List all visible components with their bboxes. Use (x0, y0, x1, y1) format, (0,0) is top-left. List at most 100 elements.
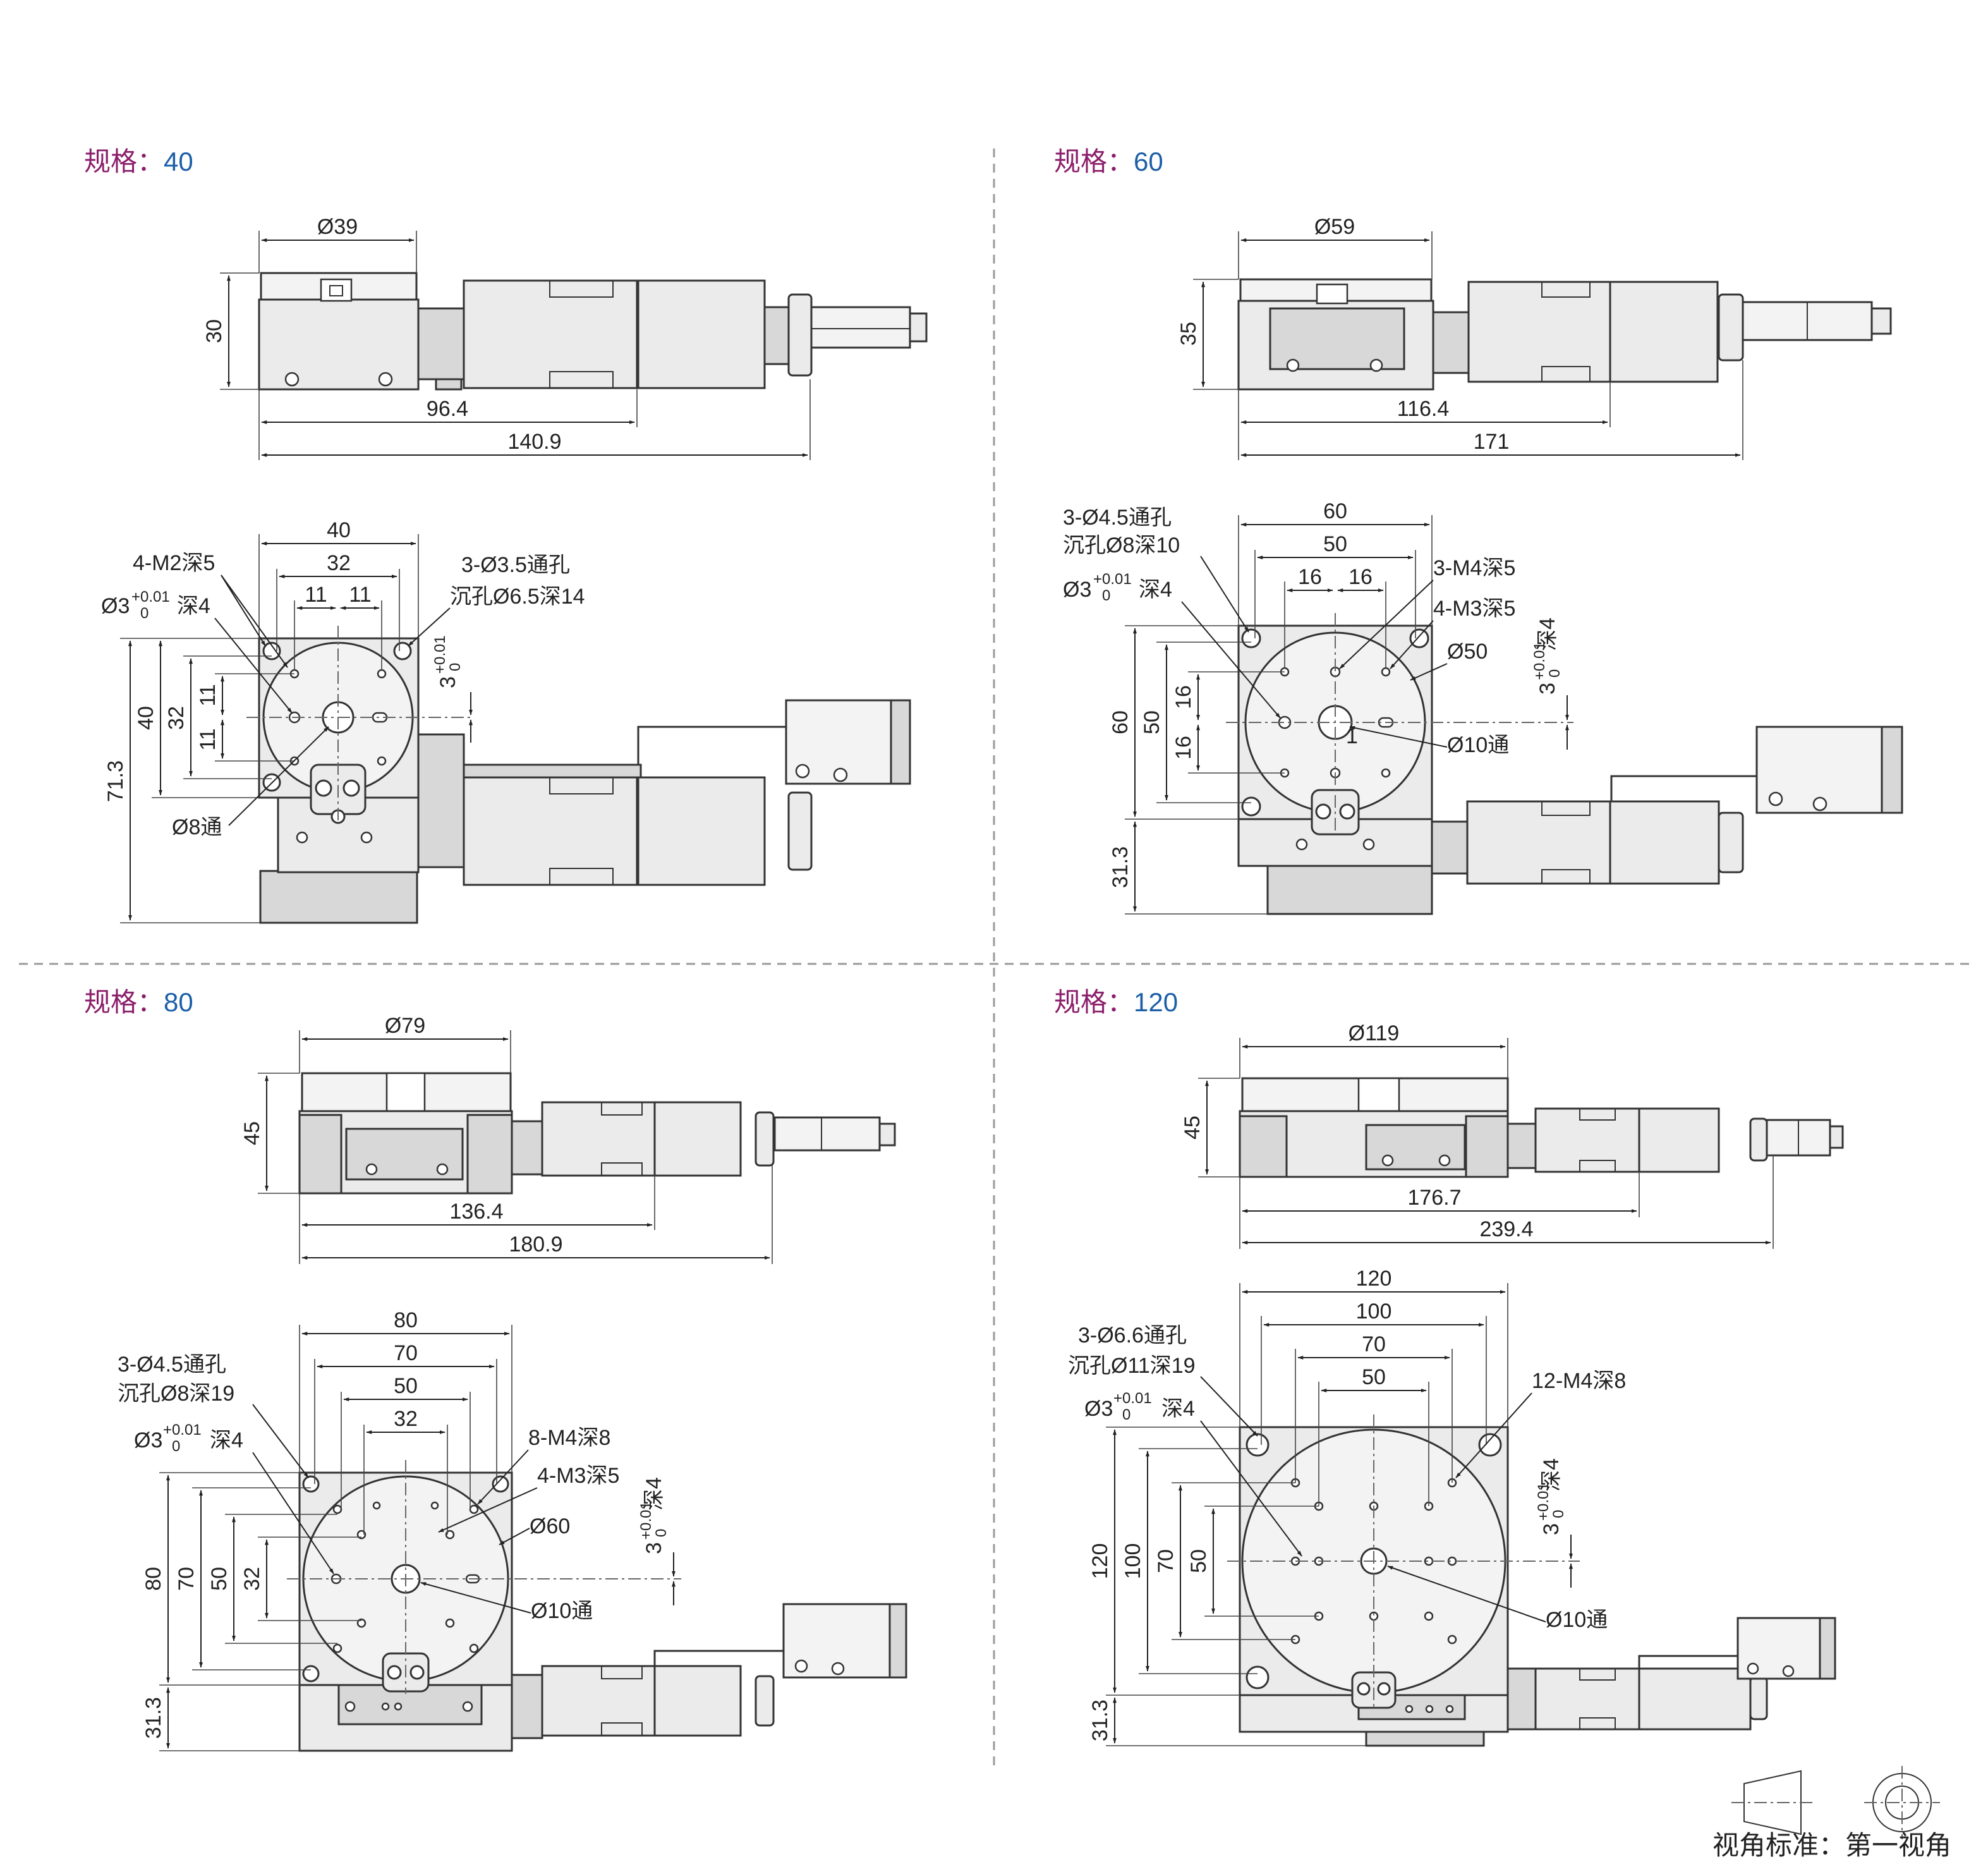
side-view-80 (298, 1072, 896, 1195)
dim-height-60: 35 (1177, 322, 1201, 346)
panel-120: 规格：120 Ø119 (1054, 987, 1951, 1860)
dim-len2-60: 171 (1474, 430, 1510, 454)
note-pin-120: Ø3 (1084, 1397, 1113, 1421)
dim-h2-80: 70 (174, 1567, 198, 1591)
dim-h2-120: 100 (1121, 1543, 1145, 1579)
dim-height-80: 45 (240, 1121, 264, 1145)
tol-vertical-120: 3 +0.01 0 深4 (1535, 1458, 1567, 1535)
svg-text:3: 3 (642, 1542, 666, 1554)
note-pin-60: Ø3 (1063, 578, 1091, 602)
note-through-120: 3-Ø6.6通孔 (1078, 1323, 1187, 1348)
svg-text:+0.01: +0.01 (131, 588, 170, 605)
dim-dia-circle-80: Ø60 (530, 1514, 570, 1538)
svg-text:深4: 深4 (210, 1428, 243, 1452)
panel-40: 规格：40 Ø39 (84, 147, 928, 924)
panel-80: 规格：80 Ø79 4 (84, 987, 907, 1752)
svg-text:0: 0 (140, 605, 148, 622)
dim-w4-80: 32 (394, 1407, 418, 1431)
tol-vertical-60: 3 +0.01 0 深4 (1531, 618, 1563, 695)
dim-w-outer-60: 60 (1323, 499, 1347, 523)
svg-text:+0.01: +0.01 (432, 635, 449, 674)
note-thru-center-60: Ø10通 (1447, 733, 1509, 757)
dim-dia-60: Ø59 (1314, 215, 1355, 239)
note-counterbore-40: 沉孔Ø6.5深14 (450, 585, 585, 609)
dim-h-a-40: 11 (196, 684, 220, 706)
svg-text:深4: 深4 (1536, 618, 1560, 651)
spec-label-120: 规格：120 (1054, 987, 1178, 1017)
note-thru-center-120: Ø10通 (1546, 1608, 1608, 1632)
note-thru-center-80: Ø10通 (531, 1599, 593, 1623)
svg-text:+0.01: +0.01 (1531, 642, 1548, 680)
dim-w-inner-60: 50 (1323, 532, 1347, 556)
note-tap2-60: 4-M3深5 (1433, 597, 1515, 621)
spec-label-60: 规格：60 (1054, 147, 1163, 176)
svg-text:深4: 深4 (1539, 1458, 1563, 1492)
svg-text:+0.01: +0.01 (1535, 1482, 1552, 1521)
spec-label-40: 规格：40 (84, 147, 193, 176)
note-tap1-120: 12-M4深8 (1532, 1369, 1626, 1393)
dim-h-inner-40: 32 (164, 706, 188, 730)
svg-text:深4: 深4 (642, 1477, 666, 1511)
dim-h4-120: 50 (1187, 1549, 1211, 1573)
dim-w-inner-40: 32 (327, 551, 351, 575)
dim-h-outer-40: 40 (134, 706, 158, 730)
side-dims-80: Ø79 45 136.4 180.9 (240, 1014, 773, 1264)
dim-dia-circle-60: Ø50 (1447, 640, 1488, 664)
svg-text:+0.01: +0.01 (1093, 571, 1132, 588)
svg-text:3: 3 (436, 676, 460, 688)
tol-vertical-80: 3 +0.01 0 深4 (638, 1477, 670, 1554)
note-tap1-80: 8-M4深8 (528, 1426, 610, 1450)
dim-len1-60: 116.4 (1397, 397, 1450, 421)
spec-label-80: 规格：80 (84, 987, 193, 1017)
top-dims-80: 80 70 50 32 80 70 50 (118, 1308, 676, 1751)
dim-w-b-40: 11 (349, 583, 371, 607)
dim-w-a-40: 11 (305, 583, 327, 607)
dim-h-b-60: 16 (1172, 736, 1196, 760)
note-through-80: 3-Ø4.5通孔 (118, 1353, 226, 1377)
note-counterbore-80: 沉孔Ø8深19 (118, 1382, 234, 1406)
dim-len2-80: 180.9 (509, 1232, 562, 1257)
side-dims-120: Ø119 45 176.7 239.4 (1180, 1021, 1774, 1249)
note-counterbore-60: 沉孔Ø8深10 (1063, 533, 1180, 557)
note-thru-center-40: Ø8通 (172, 815, 222, 839)
side-dims-40: Ø39 30 96.4 140.9 (202, 215, 811, 460)
side-view-40 (258, 272, 928, 391)
svg-text:0: 0 (1546, 669, 1563, 678)
dim-w2-120: 100 (1356, 1299, 1392, 1323)
svg-text:+0.01: +0.01 (1113, 1390, 1152, 1407)
side-view-120 (1239, 1077, 1844, 1178)
dim-w3-80: 50 (394, 1374, 418, 1398)
svg-text:+0.01: +0.01 (163, 1421, 202, 1439)
dim-h1-80: 80 (142, 1567, 166, 1591)
dim-height-120: 45 (1180, 1116, 1204, 1140)
svg-text:深4: 深4 (177, 594, 210, 618)
panel-60: 规格：60 Ø59 35 (1054, 147, 1903, 915)
dim-h3-80: 50 (207, 1567, 231, 1591)
note-through-60: 3-Ø4.5通孔 (1063, 506, 1172, 530)
svg-text:深4: 深4 (1161, 1397, 1195, 1421)
projection-caption: 视角标准：第一视角 (1712, 1830, 1951, 1860)
tol-vertical-40: 3 +0.01 0 (432, 635, 464, 688)
dim-h-base-80: 31.3 (142, 1697, 166, 1739)
side-view-60 (1237, 278, 1892, 391)
dim-w1-80: 80 (394, 1308, 418, 1332)
dim-w1-120: 120 (1356, 1267, 1392, 1291)
dim-h1-120: 120 (1088, 1543, 1112, 1579)
dim-len1-120: 176.7 (1407, 1186, 1461, 1210)
note-tap-40: 4-M2深5 (133, 551, 215, 575)
top-view-40 (246, 626, 911, 924)
svg-text:3: 3 (1536, 683, 1560, 695)
dim-w3-120: 70 (1362, 1332, 1386, 1356)
dim-len1-40: 96.4 (427, 397, 468, 421)
note-pin-80: Ø3 (134, 1428, 162, 1452)
svg-text:+0.01: +0.01 (638, 1501, 655, 1540)
svg-text:3: 3 (1539, 1523, 1563, 1535)
dim-h-inner-60: 50 (1140, 710, 1164, 734)
dim-h-base-60: 31.3 (1108, 846, 1132, 888)
note-pin-40: Ø3 (101, 594, 130, 618)
note-counterbore-120: 沉孔Ø11深19 (1068, 1354, 1196, 1378)
dim-w-a-60: 16 (1298, 565, 1322, 589)
svg-text:0: 0 (172, 1438, 180, 1455)
dim-h-outer-60: 60 (1108, 710, 1132, 734)
